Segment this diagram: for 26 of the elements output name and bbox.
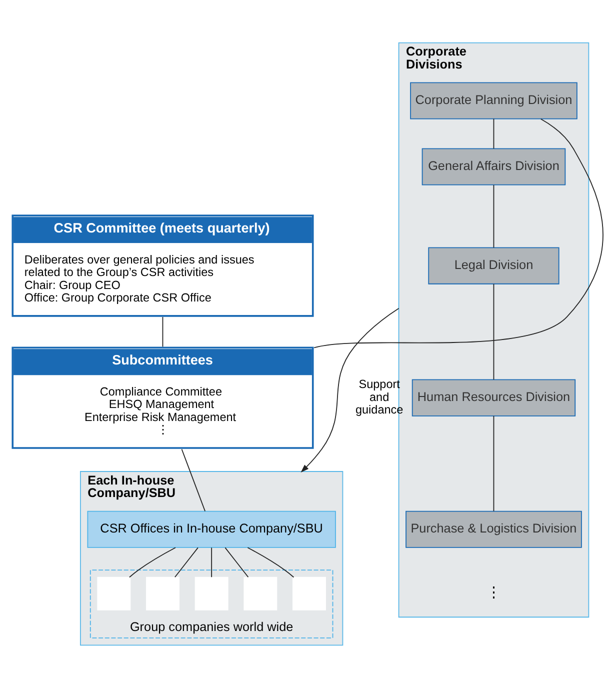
- connector: [211, 547, 212, 578]
- node-box: [292, 576, 326, 610]
- connector: [493, 416, 494, 512]
- connector: [129, 547, 176, 578]
- connector: [224, 547, 249, 578]
- node-box: General Affairs Division: [422, 148, 566, 186]
- node-box: [146, 576, 180, 610]
- cluster: Group companies world wide: [90, 570, 334, 638]
- node-box: Corporate Planning Division: [410, 82, 578, 120]
- node-box: Legal Division: [428, 247, 560, 284]
- node-box: Human Resources Division: [412, 379, 576, 416]
- arrow: [300, 308, 400, 472]
- connector: [493, 184, 494, 248]
- connector: [174, 547, 198, 578]
- connector: [493, 118, 494, 150]
- node-box: [194, 576, 228, 610]
- node-box: [244, 576, 278, 610]
- node-box: Purchase & Logistics Division: [406, 510, 582, 548]
- connector: [162, 316, 164, 348]
- connector: [314, 118, 604, 348]
- label: ⋮: [486, 585, 501, 602]
- connector: [247, 547, 294, 578]
- connector: [493, 284, 494, 380]
- node-box: CSR Offices in In-house Company/SBU: [87, 510, 336, 548]
- connector: [181, 448, 206, 512]
- node-box: [97, 576, 131, 610]
